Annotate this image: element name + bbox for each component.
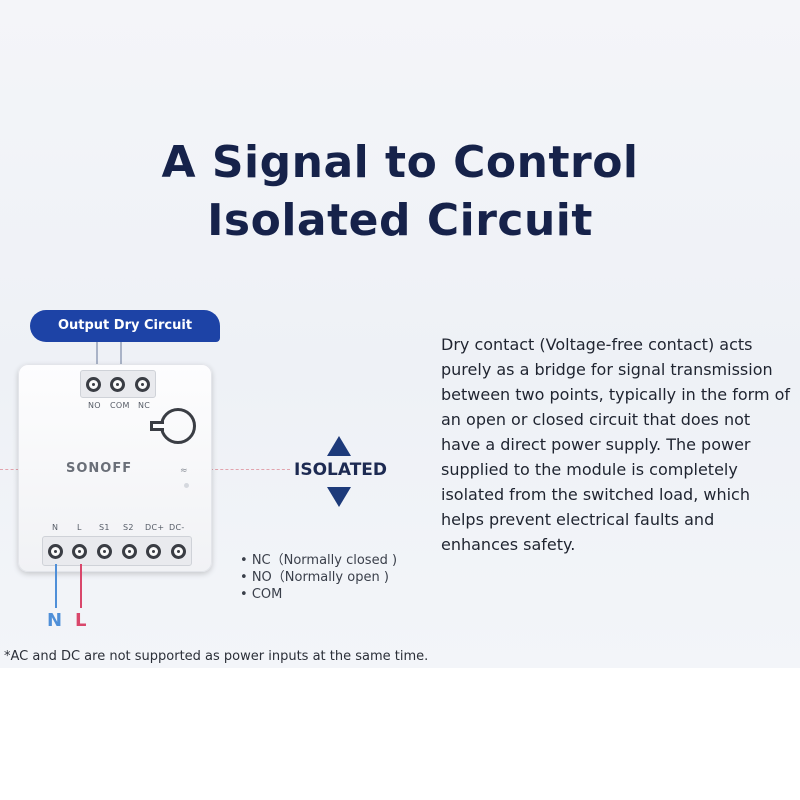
neutral-wire-label: N [47, 610, 63, 631]
isolated-label: ISOLATED [294, 460, 388, 480]
terminal-label-nc: NC [138, 401, 151, 410]
list-item: NC（Normally closed ) [240, 552, 397, 569]
neutral-wire [55, 564, 57, 608]
screw-terminal [171, 543, 187, 559]
page-title-line-1: A Signal to Control [161, 137, 639, 188]
screw-terminal [47, 543, 63, 559]
bridge-loop-stem [150, 421, 164, 431]
top-terminal-strip [80, 370, 156, 398]
terminal-label-l: L [77, 523, 82, 532]
list-item: NO（Normally open ) [240, 569, 397, 586]
bridge-loop-icon [160, 408, 196, 444]
wifi-icon: ≈ [180, 466, 188, 476]
terminal-legend-list: NC（Normally closed ) NO（Normally open ) … [240, 552, 397, 603]
top-wire-1 [96, 342, 98, 370]
terminal-label-no: NO [88, 401, 101, 410]
arrow-up-icon [327, 436, 351, 456]
terminal-label-s1: S1 [99, 523, 110, 532]
bottom-terminal-strip [42, 536, 192, 566]
screw-terminal [110, 376, 126, 392]
terminal-label-n: N [52, 523, 59, 532]
live-wire [80, 564, 82, 608]
output-dry-circuit-badge: Output Dry Circuit [30, 310, 220, 342]
page-title-line-2: Isolated Circuit [207, 195, 593, 246]
screw-terminal [72, 543, 88, 559]
terminal-label-dc-plus: DC+ [145, 523, 165, 532]
screw-terminal [146, 543, 162, 559]
description-text: Dry contact (Voltage-free contact) acts … [441, 335, 791, 554]
screw-terminal [135, 376, 151, 392]
terminal-label-s2: S2 [123, 523, 134, 532]
footnote: *AC and DC are not supported as power in… [4, 649, 429, 664]
brand-logo: SONOFF [66, 461, 133, 476]
terminal-label-com: COM [110, 401, 130, 410]
screw-terminal [121, 543, 137, 559]
live-wire-label: L [75, 610, 87, 631]
top-wire-2 [120, 342, 122, 370]
terminal-label-dc-minus: DC- [169, 523, 185, 532]
status-led-icon [184, 483, 189, 488]
screw-terminal [85, 376, 101, 392]
arrow-down-icon [327, 487, 351, 507]
dashed-divider-middle [210, 469, 290, 470]
list-item: COM [240, 586, 397, 603]
screw-terminal [97, 543, 113, 559]
